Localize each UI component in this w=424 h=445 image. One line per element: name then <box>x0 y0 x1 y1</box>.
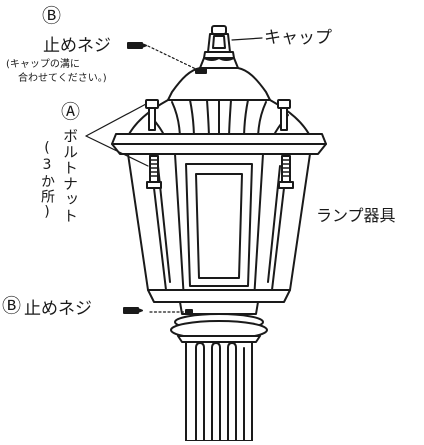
cap-note-line1: (キャップの溝に <box>6 59 80 70</box>
leader-lines <box>85 37 263 313</box>
lamp-bottom-collar <box>147 289 291 343</box>
screw-icon-top <box>127 42 147 49</box>
bolt-nut-label: ボルトナット <box>61 128 79 224</box>
lamp-fixture-label: ランプ器具 <box>316 206 396 225</box>
top-set-screw-label: 止めネジ <box>43 36 111 56</box>
cap-set-screw <box>195 68 207 74</box>
three-places-label: (3か所) <box>39 140 55 221</box>
cap-dome <box>167 57 271 101</box>
top-b-marker: Ⓑ <box>42 5 62 27</box>
lamp-post <box>185 341 253 442</box>
bottom-b-marker: Ⓑ <box>2 295 22 317</box>
cap-note-line2: 合わせてください。) <box>18 73 107 84</box>
cap-label: キャップ <box>264 28 332 48</box>
side-bolts <box>146 155 294 189</box>
screw-icon-bottom <box>123 307 143 314</box>
collar-set-screw <box>185 309 193 315</box>
bottom-set-screw-label: 止めネジ <box>24 299 92 319</box>
top-bolts <box>145 99 291 131</box>
cap-finial <box>203 25 235 59</box>
lamp-rim <box>111 133 327 155</box>
a-marker: Ⓐ <box>61 101 81 123</box>
